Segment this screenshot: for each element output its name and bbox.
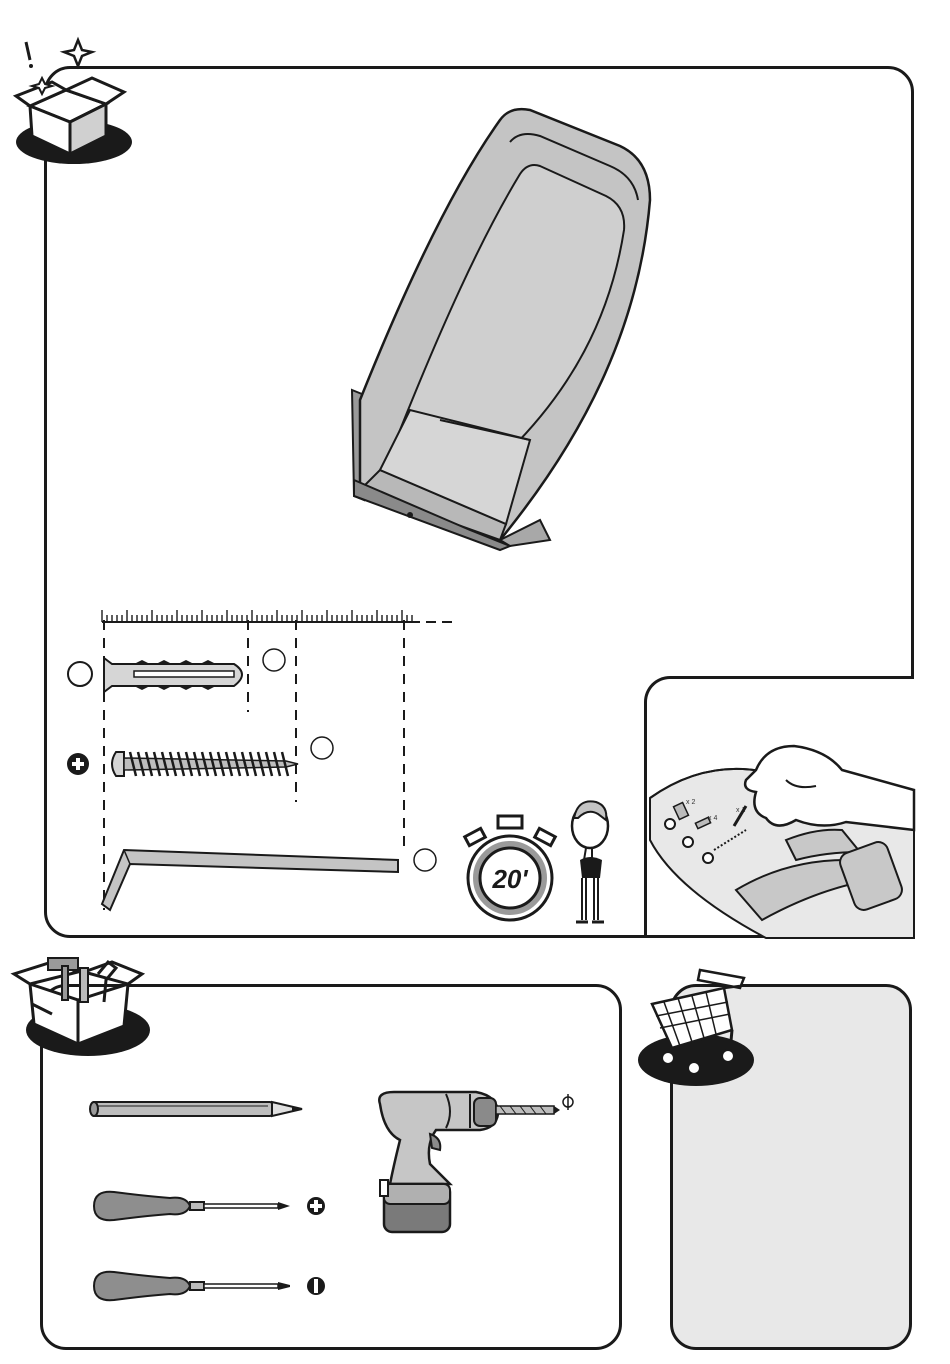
shopping-cart-icon — [632, 956, 762, 1086]
open-box-icon — [8, 30, 138, 170]
stopwatch-icon: 20' — [460, 806, 560, 926]
screw-icon — [66, 734, 346, 784]
person-icon — [562, 792, 622, 932]
toolbox-icon — [8, 944, 148, 1064]
hint-qty-2: x 4 — [708, 815, 717, 822]
phillips-screwdriver-icon — [90, 1186, 330, 1226]
wall-plug-icon — [64, 646, 294, 706]
pencil-icon — [88, 1094, 308, 1124]
flat-screwdriver-icon — [90, 1266, 330, 1306]
assembly-time: 20' — [491, 864, 528, 894]
allen-key-icon — [98, 840, 448, 920]
hint-qty-1: x 2 — [686, 799, 695, 806]
cordless-drill-icon — [370, 1084, 580, 1240]
product-bracket-illustration — [340, 100, 670, 560]
hand-sorting-parts-illustration: x 2 x 4 x 1 — [646, 680, 914, 938]
